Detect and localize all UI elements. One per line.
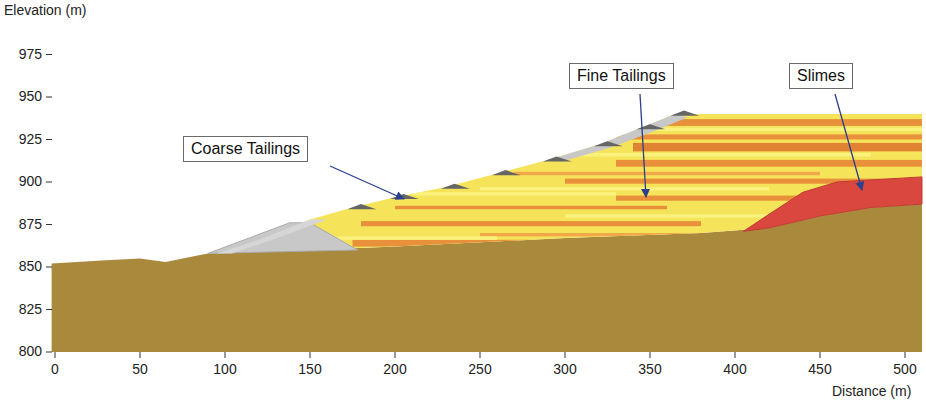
- tick-label: 0: [35, 361, 75, 377]
- leader-arrow: [640, 94, 646, 197]
- leader-arrow: [835, 94, 862, 190]
- tailings-layers: [259, 119, 922, 247]
- callout-text: Coarse Tailings: [191, 140, 300, 157]
- raise-berm: [594, 141, 623, 146]
- tick-label: 975: [2, 46, 42, 62]
- axis-title: Elevation (m): [4, 2, 86, 18]
- tick-label: 900: [2, 173, 42, 189]
- tick-label: 100: [205, 361, 245, 377]
- raise-berm: [347, 204, 376, 209]
- raise-berm: [492, 170, 521, 175]
- tick-label: 250: [460, 361, 500, 377]
- callout-text: Slimes: [797, 67, 845, 84]
- tailings-body: [208, 114, 922, 253]
- raise-berm: [636, 124, 665, 129]
- coarse-shell: [548, 114, 687, 162]
- tick-label: 200: [375, 361, 415, 377]
- tick-label: 400: [715, 361, 755, 377]
- tick-label: 150: [290, 361, 330, 377]
- starter-dam: [208, 223, 358, 254]
- tick-label: 950: [2, 88, 42, 104]
- tick-label: 300: [545, 361, 585, 377]
- tick-label: 500: [885, 361, 925, 377]
- tick-label: 50: [120, 361, 160, 377]
- raise-berm: [441, 184, 470, 189]
- callout-box: Fine Tailings: [569, 63, 674, 89]
- tick-label: 925: [2, 131, 42, 147]
- callout-box: Slimes: [789, 63, 853, 89]
- tick-label: 850: [2, 258, 42, 274]
- axis-ticks: [46, 55, 905, 359]
- tick-label: 825: [2, 301, 42, 317]
- tick-label: 875: [2, 216, 42, 232]
- slimes-zone: [744, 177, 923, 231]
- raise-berm: [543, 157, 572, 162]
- callout-text: Fine Tailings: [577, 67, 666, 84]
- tick-label: 450: [800, 361, 840, 377]
- callout-box: Coarse Tailings: [183, 136, 308, 162]
- coarse-shell: [217, 219, 328, 253]
- tick-label: 800: [2, 343, 42, 359]
- axis-title: Distance (m): [832, 383, 911, 399]
- leader-arrow: [330, 166, 404, 199]
- tick-label: 350: [630, 361, 670, 377]
- raise-berm: [670, 111, 699, 116]
